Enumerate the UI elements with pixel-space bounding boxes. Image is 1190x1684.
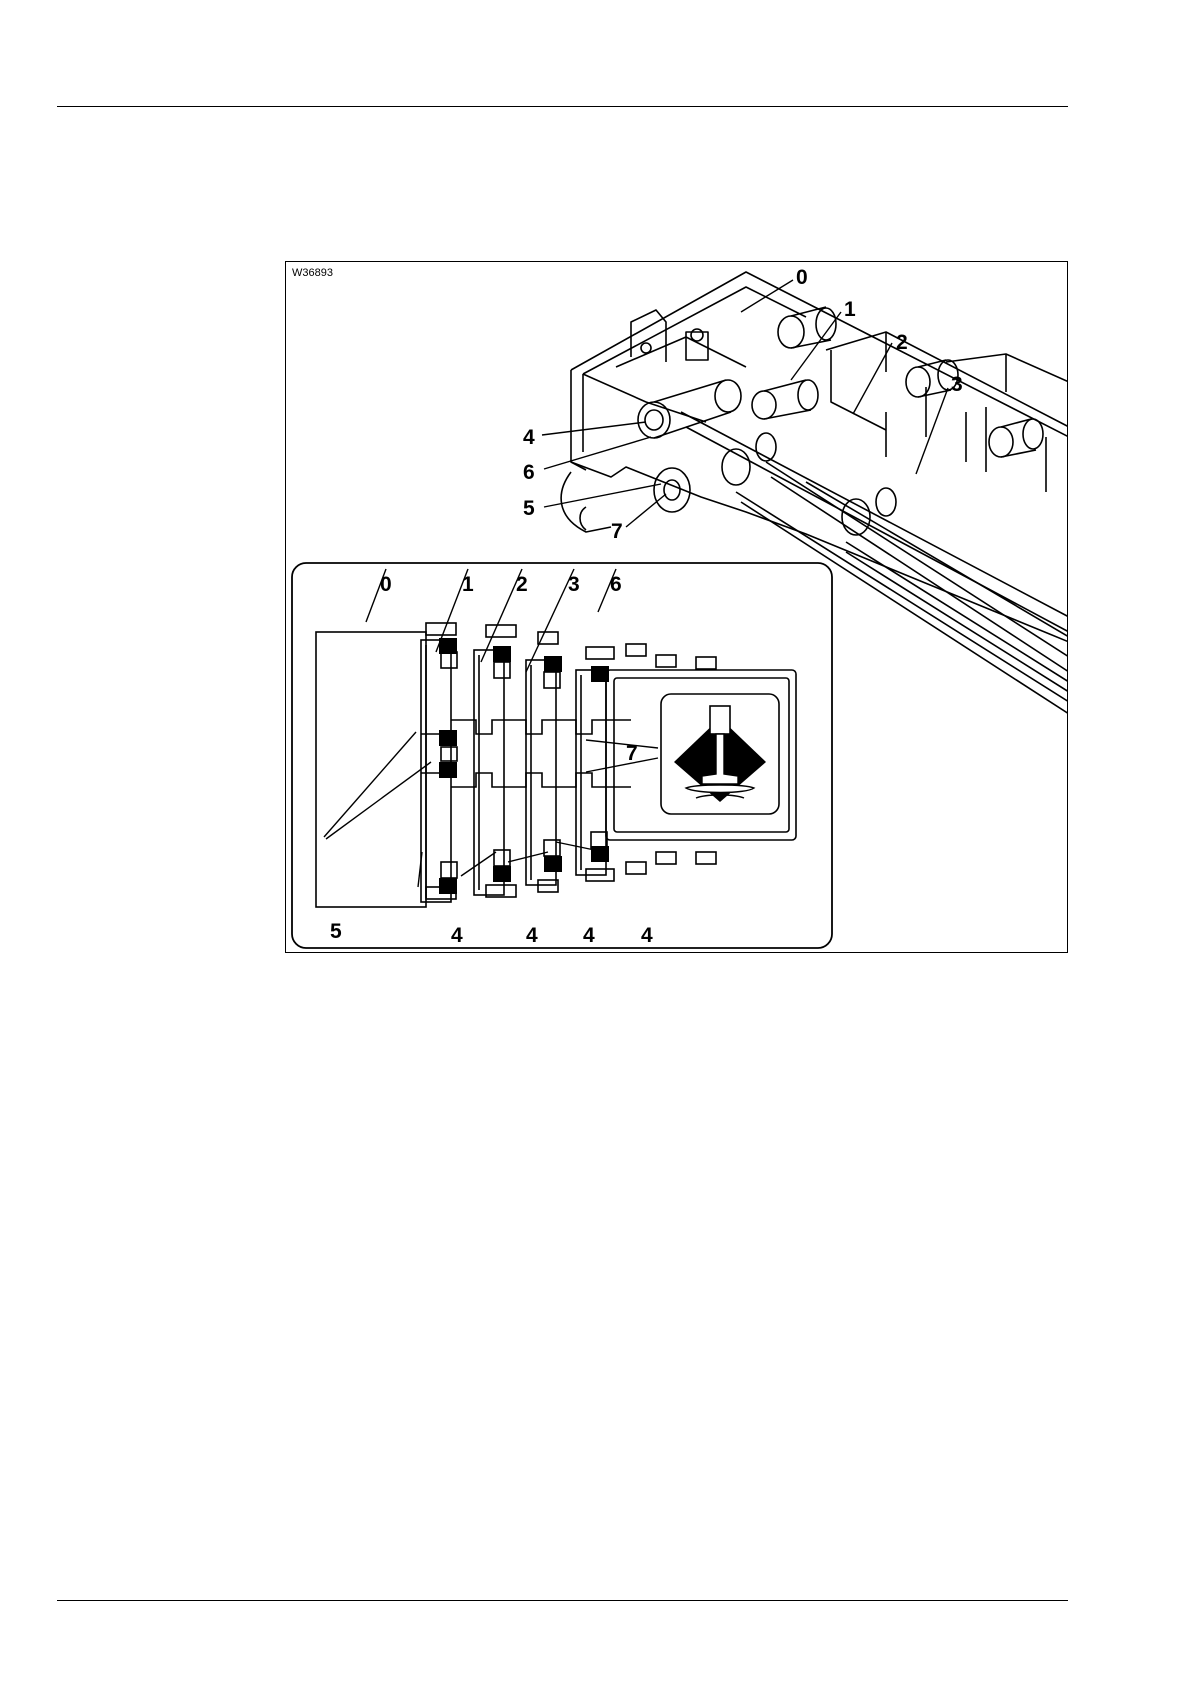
callout-photo-6: 6 bbox=[523, 461, 535, 484]
callout-photo-0: 0 bbox=[796, 266, 808, 289]
callout-photo-1: 1 bbox=[844, 298, 856, 321]
callout-photo-7: 7 bbox=[611, 520, 623, 543]
callout-photo-3: 3 bbox=[951, 373, 963, 396]
header-rule bbox=[57, 106, 1068, 107]
callout-photo-4: 4 bbox=[523, 426, 535, 449]
callout-inset-3: 3 bbox=[568, 573, 580, 596]
callout-inset-0: 0 bbox=[380, 573, 392, 596]
callout-inset-7: 7 bbox=[626, 742, 638, 765]
figure-frame: W36893 0 1 2 3 4 6 5 7 0 1 2 3 6 7 5 4 4… bbox=[285, 261, 1068, 953]
callout-photo-2: 2 bbox=[896, 331, 908, 354]
callout-inset-4c: 4 bbox=[583, 924, 595, 947]
callout-inset-4d: 4 bbox=[641, 924, 653, 947]
figure-id: W36893 bbox=[292, 267, 333, 279]
callout-inset-1: 1 bbox=[462, 573, 474, 596]
telescope-locking-illustration: W36893 0 1 2 3 4 6 5 7 0 1 2 3 6 7 5 4 4… bbox=[286, 262, 1068, 953]
callout-inset-4b: 4 bbox=[526, 924, 538, 947]
callout-inset-2: 2 bbox=[516, 573, 528, 596]
callout-inset-6: 6 bbox=[610, 573, 622, 596]
callout-inset-4a: 4 bbox=[451, 924, 463, 947]
callout-photo-5: 5 bbox=[523, 497, 535, 520]
footer-rule bbox=[57, 1600, 1068, 1601]
callout-inset-5: 5 bbox=[330, 920, 342, 943]
